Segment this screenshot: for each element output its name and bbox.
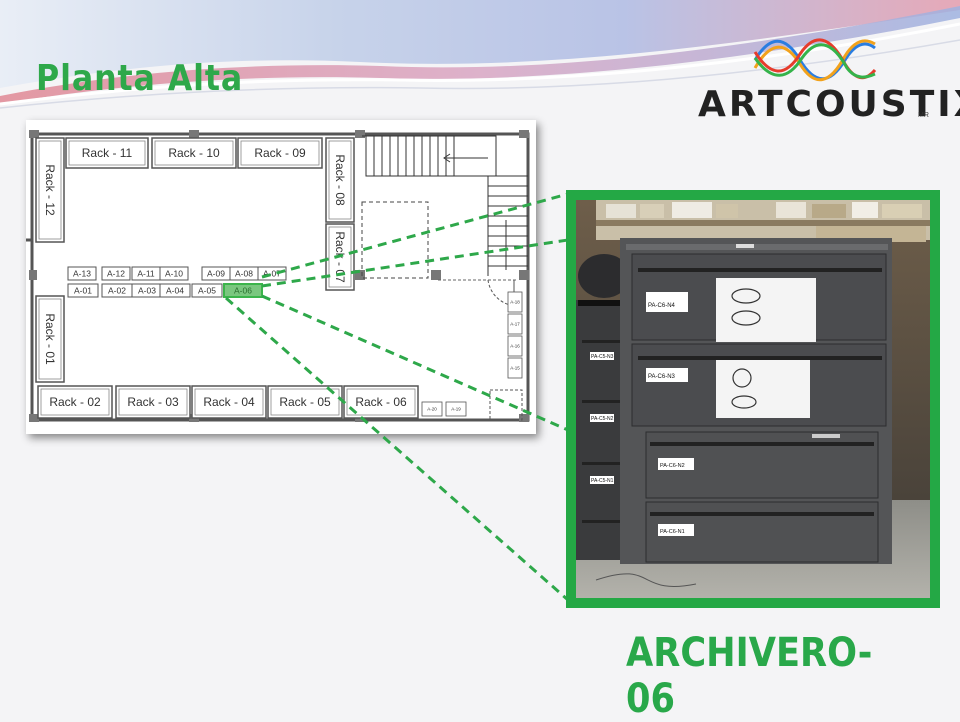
svg-text:A-04: A-04 [166, 286, 184, 296]
cabinet-a-18: A-18 [507, 291, 523, 313]
svg-text:A-02: A-02 [108, 286, 126, 296]
cabinet-a-03: A-03 [131, 283, 163, 298]
drawer-label-n1: PA-C6-N1 [660, 529, 685, 535]
cabinet-a-17: A-17 [507, 313, 523, 335]
svg-text:Rack - 09: Rack - 09 [254, 146, 306, 160]
svg-text:Rack - 11: Rack - 11 [82, 146, 133, 160]
svg-text:A-01: A-01 [74, 286, 92, 296]
svg-text:A-05: A-05 [198, 286, 216, 296]
rack-bottom-3: Rack - 04 [191, 385, 267, 419]
svg-text:A-08: A-08 [235, 269, 253, 279]
cabinet-caption: ARCHIVERO-06 [626, 630, 873, 722]
rack-top-1: Rack - 11 [65, 137, 149, 169]
svg-text:Rack - 07: Rack - 07 [333, 231, 347, 283]
svg-text:Rack - 01: Rack - 01 [43, 313, 57, 365]
cabinet-a-05: A-05 [191, 283, 223, 298]
svg-text:A-06: A-06 [234, 286, 252, 296]
cabinet-a-11: A-11 [131, 266, 161, 281]
svg-text:Rack - 08: Rack - 08 [333, 154, 347, 206]
svg-text:A-07: A-07 [263, 269, 281, 279]
cabinet-a-02: A-02 [101, 283, 133, 298]
cabinet-a-16: A-16 [507, 335, 523, 357]
svg-text:A-11: A-11 [137, 269, 155, 279]
svg-text:Rack - 04: Rack - 04 [203, 395, 255, 409]
cabinet-a-06: A-06 [223, 283, 263, 298]
side-label-n2: PA-C5-N2 [591, 416, 614, 422]
rack-bottom-2: Rack - 03 [115, 385, 191, 419]
svg-text:Rack - 10: Rack - 10 [168, 146, 220, 160]
cabinet-a-10: A-10 [159, 266, 189, 281]
cabinet-a-09: A-09 [201, 266, 231, 281]
cabinet-a-04: A-04 [159, 283, 191, 298]
cabinet-a-07: A-07 [257, 266, 287, 281]
cabinet-a-01: A-01 [67, 283, 99, 298]
cabinet-a-15: A-15 [507, 357, 523, 379]
rack-top-2: Rack - 10 [151, 137, 237, 169]
svg-text:Rack - 02: Rack - 02 [49, 395, 101, 409]
drawer-label-n2: PA-C6-N2 [660, 463, 685, 469]
floor-plan: Rack - 11 Rack - 10 Rack - 09 Rack - 02 Rack… [26, 120, 536, 434]
rack-bottom-5: Rack - 06 [343, 385, 419, 419]
drawer-label-n4: PA-C6-N4 [648, 303, 676, 309]
cabinet-a-13: A-13 [67, 266, 97, 281]
svg-text:A-16: A-16 [510, 344, 520, 349]
svg-text:A-13: A-13 [73, 269, 91, 279]
svg-text:A-12: A-12 [107, 269, 125, 279]
rack-bottom-1: Rack - 02 [37, 385, 113, 419]
svg-text:A-03: A-03 [138, 286, 156, 296]
rack-left-bottom: Rack - 01 [35, 295, 65, 383]
svg-text:A-10: A-10 [165, 269, 183, 279]
rack-right-top: Rack - 08 [325, 137, 355, 223]
cabinet-a-19: A-19 [445, 401, 467, 417]
svg-text:Rack - 12: Rack - 12 [43, 164, 57, 216]
rack-top-3: Rack - 09 [237, 137, 323, 169]
svg-text:Rack - 06: Rack - 06 [355, 395, 407, 409]
drawer-label-n3: PA-C6-N3 [648, 374, 676, 380]
side-label-n1: PA-C5-N1 [591, 478, 614, 484]
slide-title: Planta Alta [36, 58, 244, 99]
cabinet-photo: PA-C5-N3 PA-C5-N2 PA-C5-N1 PA-C6-N4 PA-C… [566, 190, 940, 608]
svg-text:Rack - 05: Rack - 05 [279, 395, 331, 409]
svg-text:A-18: A-18 [510, 300, 520, 305]
cabinet-a-12: A-12 [101, 266, 131, 281]
svg-text:A-09: A-09 [207, 269, 225, 279]
svg-text:A-19: A-19 [451, 407, 461, 412]
svg-text:Rack - 03: Rack - 03 [127, 395, 179, 409]
logo-trademark: MR [918, 112, 929, 119]
svg-text:A-15: A-15 [510, 366, 520, 371]
rack-bottom-4: Rack - 05 [267, 385, 343, 419]
svg-text:A-20: A-20 [427, 407, 437, 412]
cabinet-a-20: A-20 [421, 401, 443, 417]
cabinet-a-08: A-08 [229, 266, 259, 281]
rack-right-mid: Rack - 07 [325, 223, 355, 291]
rack-left-top: Rack - 12 [35, 137, 65, 243]
logo-text: ARTCOUSTIX [698, 84, 960, 125]
side-label-n3: PA-C5-N3 [591, 354, 614, 360]
logo-wave-icon [753, 38, 877, 82]
svg-text:A-17: A-17 [510, 322, 520, 327]
